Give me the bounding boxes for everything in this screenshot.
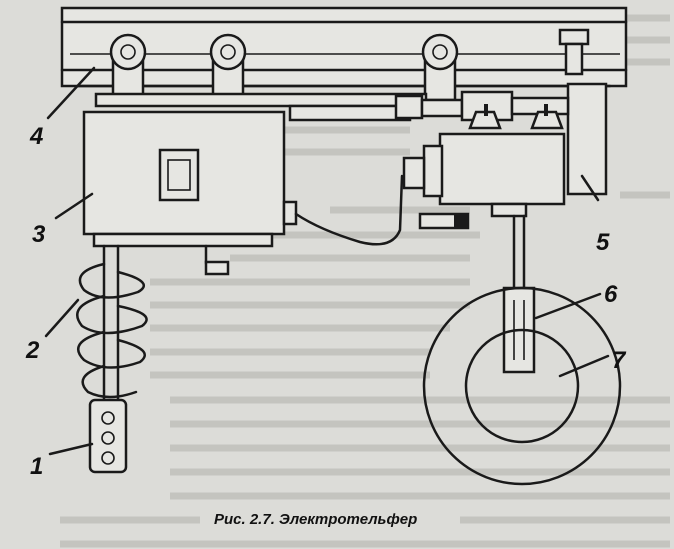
control-box xyxy=(82,110,298,276)
beam-rail xyxy=(60,6,628,88)
label-1: 1 xyxy=(30,453,43,480)
wheel-2 xyxy=(209,33,247,104)
drive-mechanism xyxy=(394,28,608,196)
load-drum xyxy=(422,286,622,486)
wheel-3 xyxy=(421,33,459,102)
trolley-frame xyxy=(94,92,428,122)
label-4: 4 xyxy=(29,123,43,150)
connecting-cable xyxy=(294,174,404,246)
coiled-cable xyxy=(76,244,148,402)
figure-caption: Рис. 2.7. Электротельфер xyxy=(214,511,417,528)
hook-assembly xyxy=(502,214,536,374)
background-text-texture xyxy=(60,14,670,548)
pushbutton-pendant xyxy=(88,398,128,474)
label-2: 2 xyxy=(25,337,40,364)
leader-lines xyxy=(44,66,610,456)
wheel-1 xyxy=(109,33,147,104)
label-6: 6 xyxy=(604,281,618,308)
hoist-gearbox xyxy=(402,132,566,230)
label-3: 3 xyxy=(32,221,46,248)
label-5: 5 xyxy=(596,229,610,256)
label-7: 7 xyxy=(612,347,627,374)
